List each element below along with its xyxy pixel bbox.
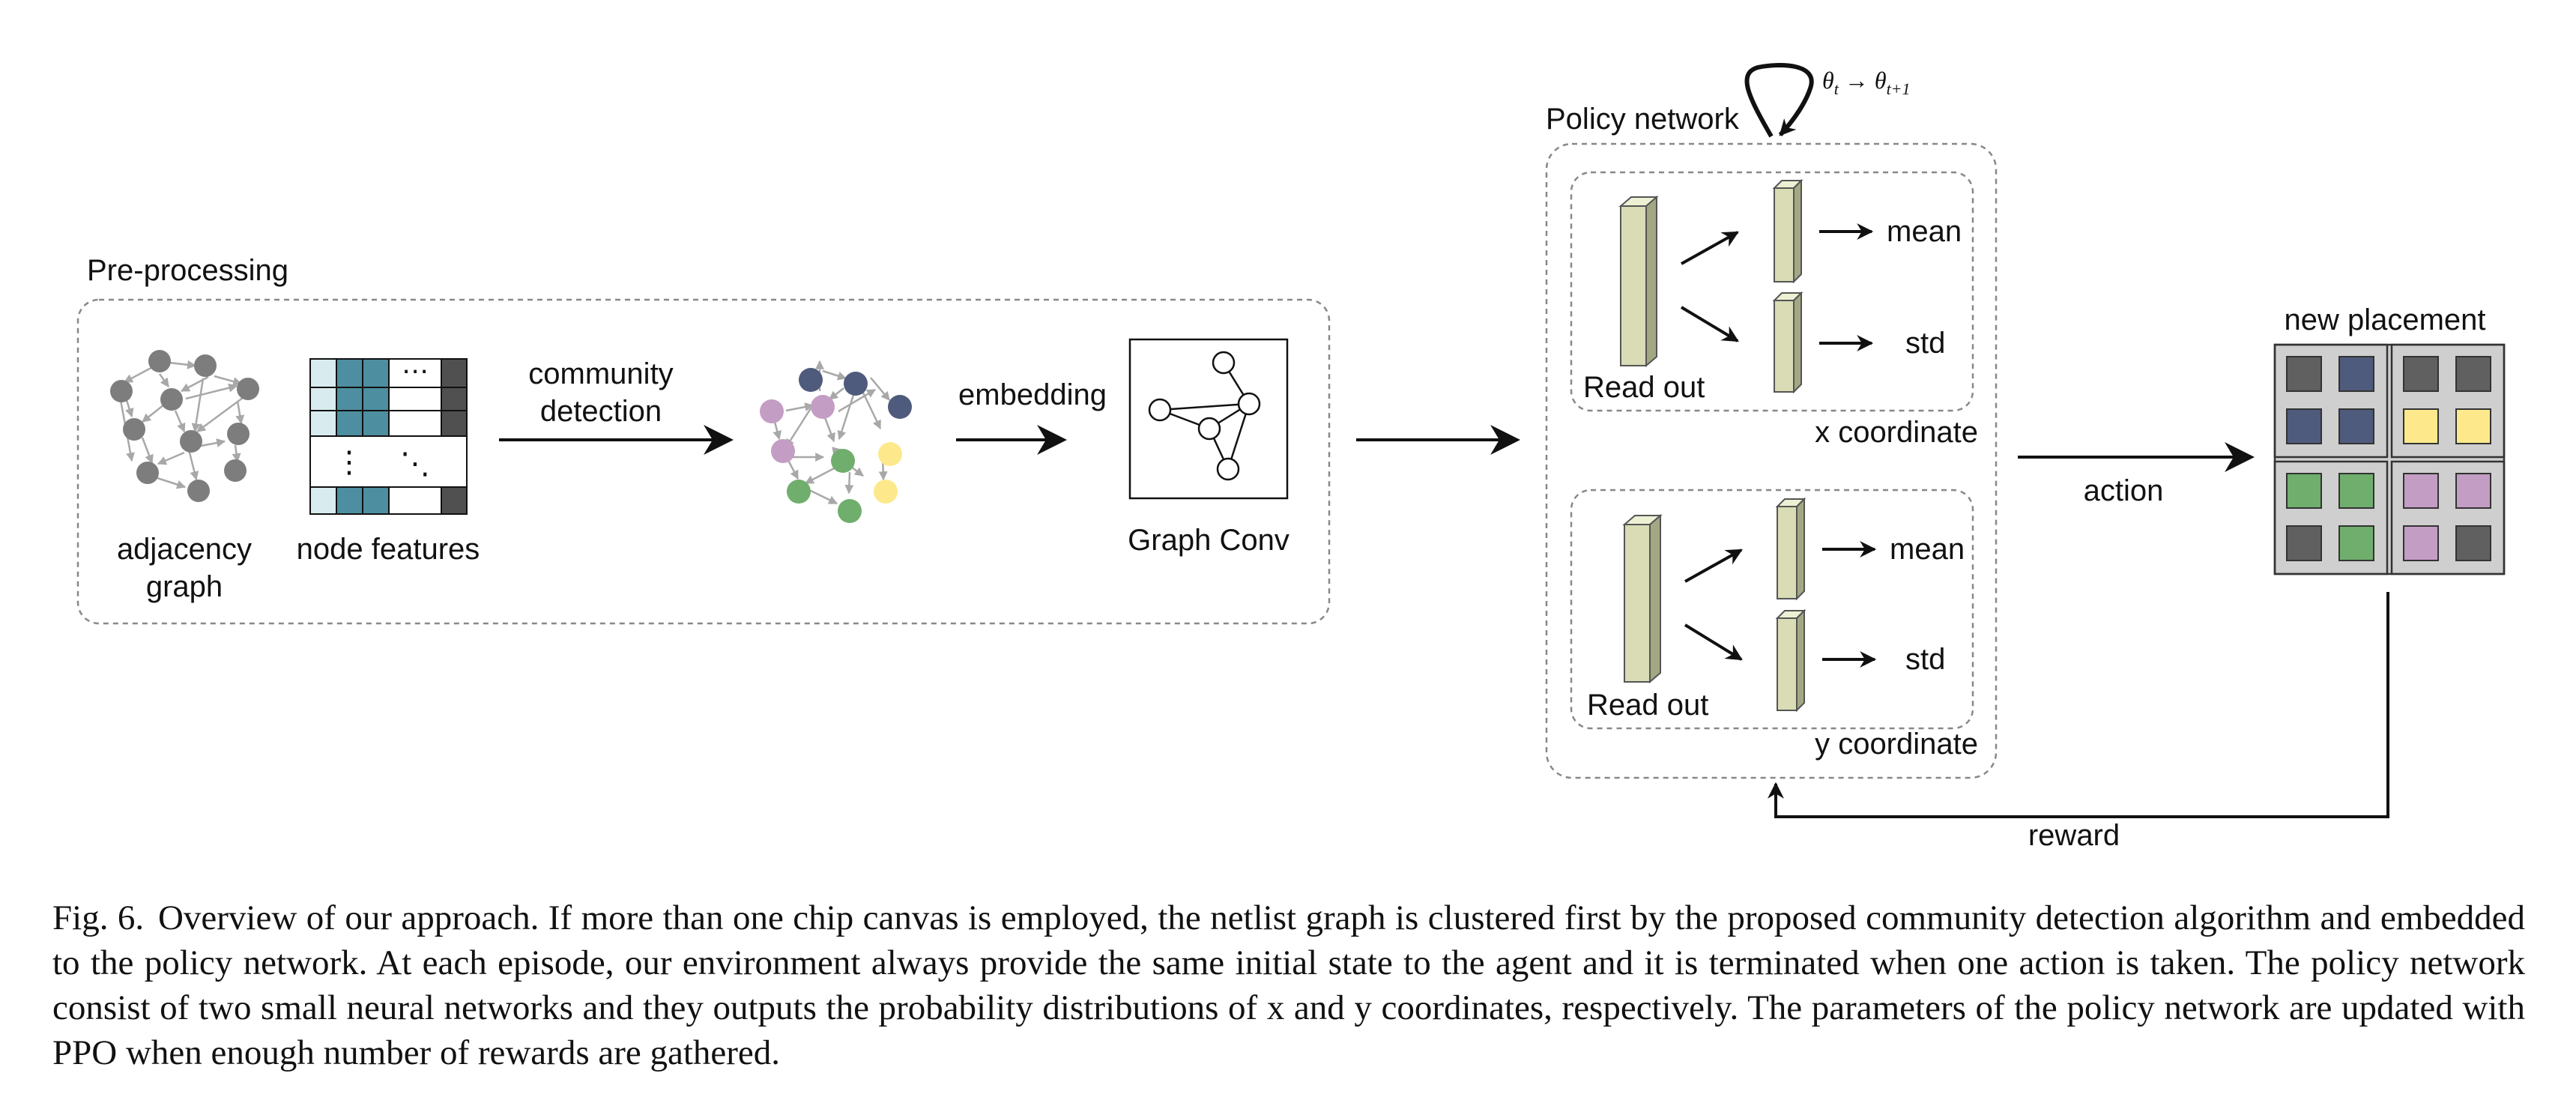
adjacency-label-line2: graph	[146, 570, 223, 603]
placement-cell	[2338, 356, 2374, 392]
features-vdots: ⋮	[334, 446, 364, 479]
action-label: action	[2084, 474, 2164, 507]
preprocessing-title: Pre-processing	[87, 254, 288, 287]
placement-cell	[2455, 525, 2491, 561]
x-mean-label: mean	[1887, 215, 1962, 248]
adjacency-graph	[110, 350, 259, 502]
new-placement-title: new placement	[2284, 303, 2485, 336]
community-label-line2: detection	[540, 395, 662, 428]
x-coordinate-panel: Read out mean std x coordinate	[1570, 171, 1978, 449]
x-readout-label: Read out	[1583, 371, 1705, 404]
clustered-graph	[760, 360, 912, 523]
y-coordinate-label: y coordinate	[1815, 728, 1978, 761]
placement-cell	[2403, 356, 2439, 392]
reward-label: reward	[2028, 819, 2120, 852]
policy-network-section: Policy network θt → θt+1 Read out	[1545, 62, 1998, 779]
x-std-label: std	[1905, 327, 1945, 360]
placement-cell	[2286, 356, 2322, 392]
features-hdots: ⋯	[402, 355, 429, 386]
theta-update-label: θt → θt+1	[1822, 67, 1911, 98]
new-placement: new placement	[2273, 303, 2506, 575]
preprocessing-section: Pre-processing	[76, 254, 1331, 625]
policy-network-box	[1545, 142, 1998, 779]
node-features-matrix	[309, 358, 468, 515]
placement-cell	[2338, 525, 2374, 561]
placement-cell	[2455, 356, 2491, 392]
community-label-line1: community	[528, 357, 673, 390]
placement-cell	[2455, 473, 2491, 509]
graph-conv-box	[1128, 338, 1289, 500]
y-mean-label: mean	[1890, 533, 1965, 566]
placement-cell	[2338, 473, 2374, 509]
graph-conv-label: Graph Conv	[1128, 524, 1289, 557]
placement-cell	[2286, 525, 2322, 561]
reward-arrow	[1768, 592, 2389, 818]
placement-cell	[2455, 408, 2491, 444]
preprocessing-box	[76, 298, 1331, 625]
caption-text: Overview of our approach. If more than o…	[52, 898, 2525, 1072]
y-readout-label: Read out	[1587, 689, 1708, 722]
figure-caption: Fig. 6.Overview of our approach. If more…	[52, 895, 2525, 1075]
x-coordinate-label: x coordinate	[1815, 416, 1978, 449]
placement-cell	[2403, 525, 2439, 561]
features-ddots: ⋱	[400, 447, 430, 480]
approach-diagram: Pre-processing	[76, 62, 2506, 852]
adjacency-label-line1: adjacency	[117, 533, 252, 566]
placement-cell	[2286, 408, 2322, 444]
placement-cell	[2286, 473, 2322, 509]
placement-cell	[2403, 408, 2439, 444]
policy-update-loop	[1744, 62, 1814, 138]
placement-cells	[2286, 356, 2491, 561]
y-coordinate-panel: Read out mean std y coordinate	[1570, 489, 1978, 761]
y-std-label: std	[1905, 643, 1945, 676]
node-features-label: node features	[297, 533, 480, 566]
policy-network-title: Policy network	[1546, 103, 1740, 136]
placement-cell	[2338, 408, 2374, 444]
placement-cell	[2403, 473, 2439, 509]
embedding-label: embedding	[958, 378, 1107, 411]
caption-label: Fig. 6.	[52, 898, 145, 937]
